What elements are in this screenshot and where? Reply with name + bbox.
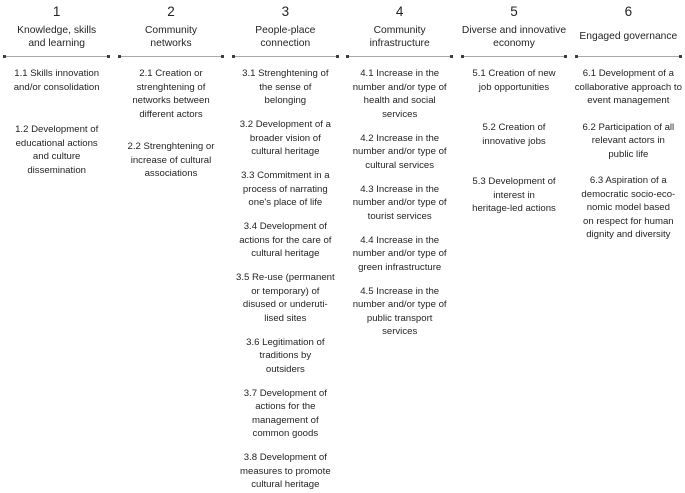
impact-item: 2.2 Strenghtening or increase of cultura… — [127, 141, 215, 179]
divider-right-dot — [678, 55, 682, 58]
items-list: 1.1 Skills innovation and/or consolidati… — [1, 67, 112, 177]
divider-rule — [349, 56, 451, 57]
impact-item: 2.1 Creation or strenghtening of network… — [132, 68, 210, 120]
divider-right-dot — [564, 55, 568, 58]
divider-left-dot — [460, 55, 464, 58]
divider-line — [3, 55, 111, 58]
impact-item: 4.5 Increase in the number and/or type o… — [352, 285, 447, 338]
impact-item: 3.5 Re-use (permanent or temporary) of d… — [236, 272, 335, 324]
column-number: 3 — [281, 4, 290, 19]
column-number: 6 — [624, 4, 633, 19]
divider-right-dot — [450, 55, 454, 58]
impact-item: 4.1 Increase in the number and/or type o… — [352, 68, 447, 120]
impact-item: 5.2 Creation of innovative jobs — [482, 122, 546, 147]
column-title: Engaged governance — [579, 31, 678, 43]
impact-item: 3.7 Development of actions for the manag… — [243, 387, 327, 440]
impact-item: 3.8 Development of measures to promote c… — [240, 452, 331, 490]
divider-left-dot — [574, 55, 578, 58]
divider-right-dot — [107, 55, 111, 58]
impact-item: 4.4 Increase in the number and/or type o… — [352, 234, 447, 273]
column-title: People-place connection — [255, 24, 316, 50]
impact-item: 6.3 Aspiration of a democratic socio-eco… — [581, 175, 676, 240]
divider-rule — [6, 56, 108, 57]
items-list: 3.1 Strenghtening of the sense of belong… — [230, 67, 341, 492]
column-title: Knowledge, skills and learning — [17, 24, 97, 50]
divider-line — [574, 55, 682, 58]
column-number: 2 — [167, 4, 175, 19]
divider-line — [231, 55, 339, 58]
impact-item: 3.4 Development of actions for the care … — [239, 221, 332, 259]
items-list: 4.1 Increase in the number and/or type o… — [344, 67, 455, 339]
divider-rule — [120, 56, 222, 57]
divider-left-dot — [346, 55, 350, 58]
impact-item: 3.1 Strenghtening of the sense of belong… — [242, 68, 329, 106]
items-list: 5.1 Creation of new job opportunities 5.2… — [458, 67, 569, 216]
impact-item: 3.6 Legitimation of traditions by outsid… — [246, 336, 325, 375]
items-list: 2.1 Creation or strenghtening of network… — [115, 67, 226, 181]
divider-left-dot — [3, 55, 7, 58]
impact-item: 1.2 Development of educational actions a… — [15, 124, 99, 176]
impact-item: 1.1 Skills innovation and/or consolidati… — [13, 68, 100, 93]
column-title: Diverse and innovative economy — [461, 24, 567, 50]
impact-item: 6.1 Development of a collaborative appro… — [574, 68, 682, 106]
impact-item: 5.1 Creation of new job opportunities — [472, 68, 556, 93]
column-number: 1 — [52, 4, 61, 19]
column-title: Community networks — [144, 24, 198, 50]
divider-line — [117, 55, 225, 58]
column-title: Community infrastructure — [369, 24, 430, 50]
impact-item: 4.3 Increase in the number and/or type o… — [352, 183, 447, 222]
divider-left-dot — [117, 55, 121, 58]
impact-item: 5.3 Development of interest in heritage-… — [472, 176, 556, 214]
items-list: 6.1 Development of a collaborative appro… — [573, 67, 684, 242]
impact-item: 3.3 Commitment in a process of narrating… — [241, 170, 330, 208]
divider-right-dot — [335, 55, 339, 58]
divider-right-dot — [221, 55, 225, 58]
divider-left-dot — [231, 55, 235, 58]
column-number: 4 — [395, 4, 404, 19]
divider-rule — [234, 56, 336, 57]
divider-line — [346, 55, 454, 58]
divider-line — [460, 55, 568, 58]
impact-item: 4.2 Increase in the number and/or type o… — [352, 132, 447, 171]
column-number: 5 — [510, 4, 518, 19]
divider-rule — [463, 56, 565, 57]
divider-rule — [577, 56, 679, 57]
impact-item: 3.2 Development of a broader vision of c… — [239, 119, 331, 157]
impact-item: 6.2 Participation of all relevant actors… — [582, 121, 675, 160]
